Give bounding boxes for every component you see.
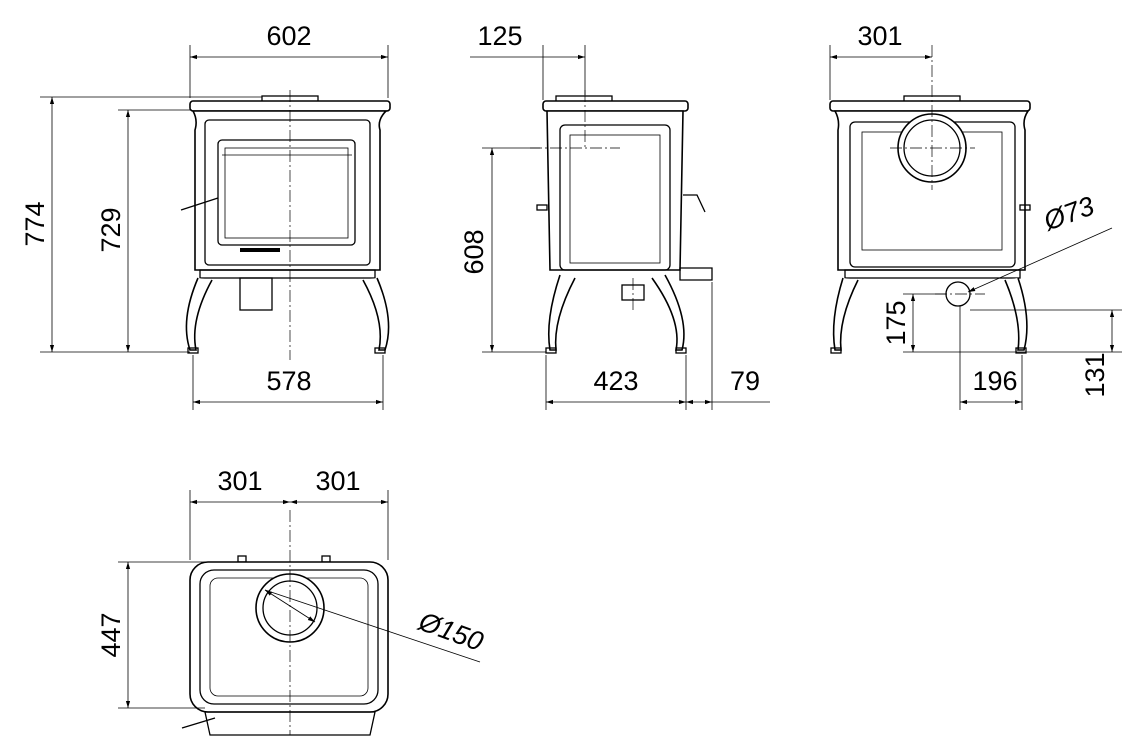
dim-front-height-body: 729 bbox=[96, 207, 126, 252]
dim-rear-outlet-floor-height: 131 bbox=[1080, 352, 1110, 397]
side-view: 125 608 423 79 bbox=[459, 21, 770, 410]
dim-front-height-total: 774 bbox=[20, 201, 50, 246]
dim-top-flue-diameter: Ø150 bbox=[414, 606, 487, 657]
top-view: 301 301 447 Ø150 bbox=[96, 466, 487, 736]
dim-side-height-outlet: 608 bbox=[459, 229, 489, 274]
dim-rear-outlet-height: 175 bbox=[881, 300, 911, 345]
dim-rear-outlet-diameter: Ø73 bbox=[1039, 191, 1098, 237]
dim-front-width-legs: 578 bbox=[266, 366, 311, 396]
dim-top-depth: 447 bbox=[96, 612, 126, 657]
brand-logo bbox=[240, 248, 280, 252]
dim-top-half-width-left: 301 bbox=[217, 466, 262, 496]
dim-top-half-width-right: 301 bbox=[315, 466, 360, 496]
dim-rear-flue-offset: 301 bbox=[857, 21, 902, 51]
dim-side-rear-projection: 79 bbox=[730, 366, 760, 396]
front-view: 602 774 729 578 bbox=[20, 21, 391, 410]
dim-side-flue-offset: 125 bbox=[477, 21, 522, 51]
dim-rear-outlet-offset: 196 bbox=[972, 366, 1017, 396]
dim-side-depth-legs: 423 bbox=[593, 366, 638, 396]
dim-front-width-top: 602 bbox=[266, 21, 311, 51]
rear-view: 301 Ø73 175 196 131 bbox=[829, 21, 1122, 410]
